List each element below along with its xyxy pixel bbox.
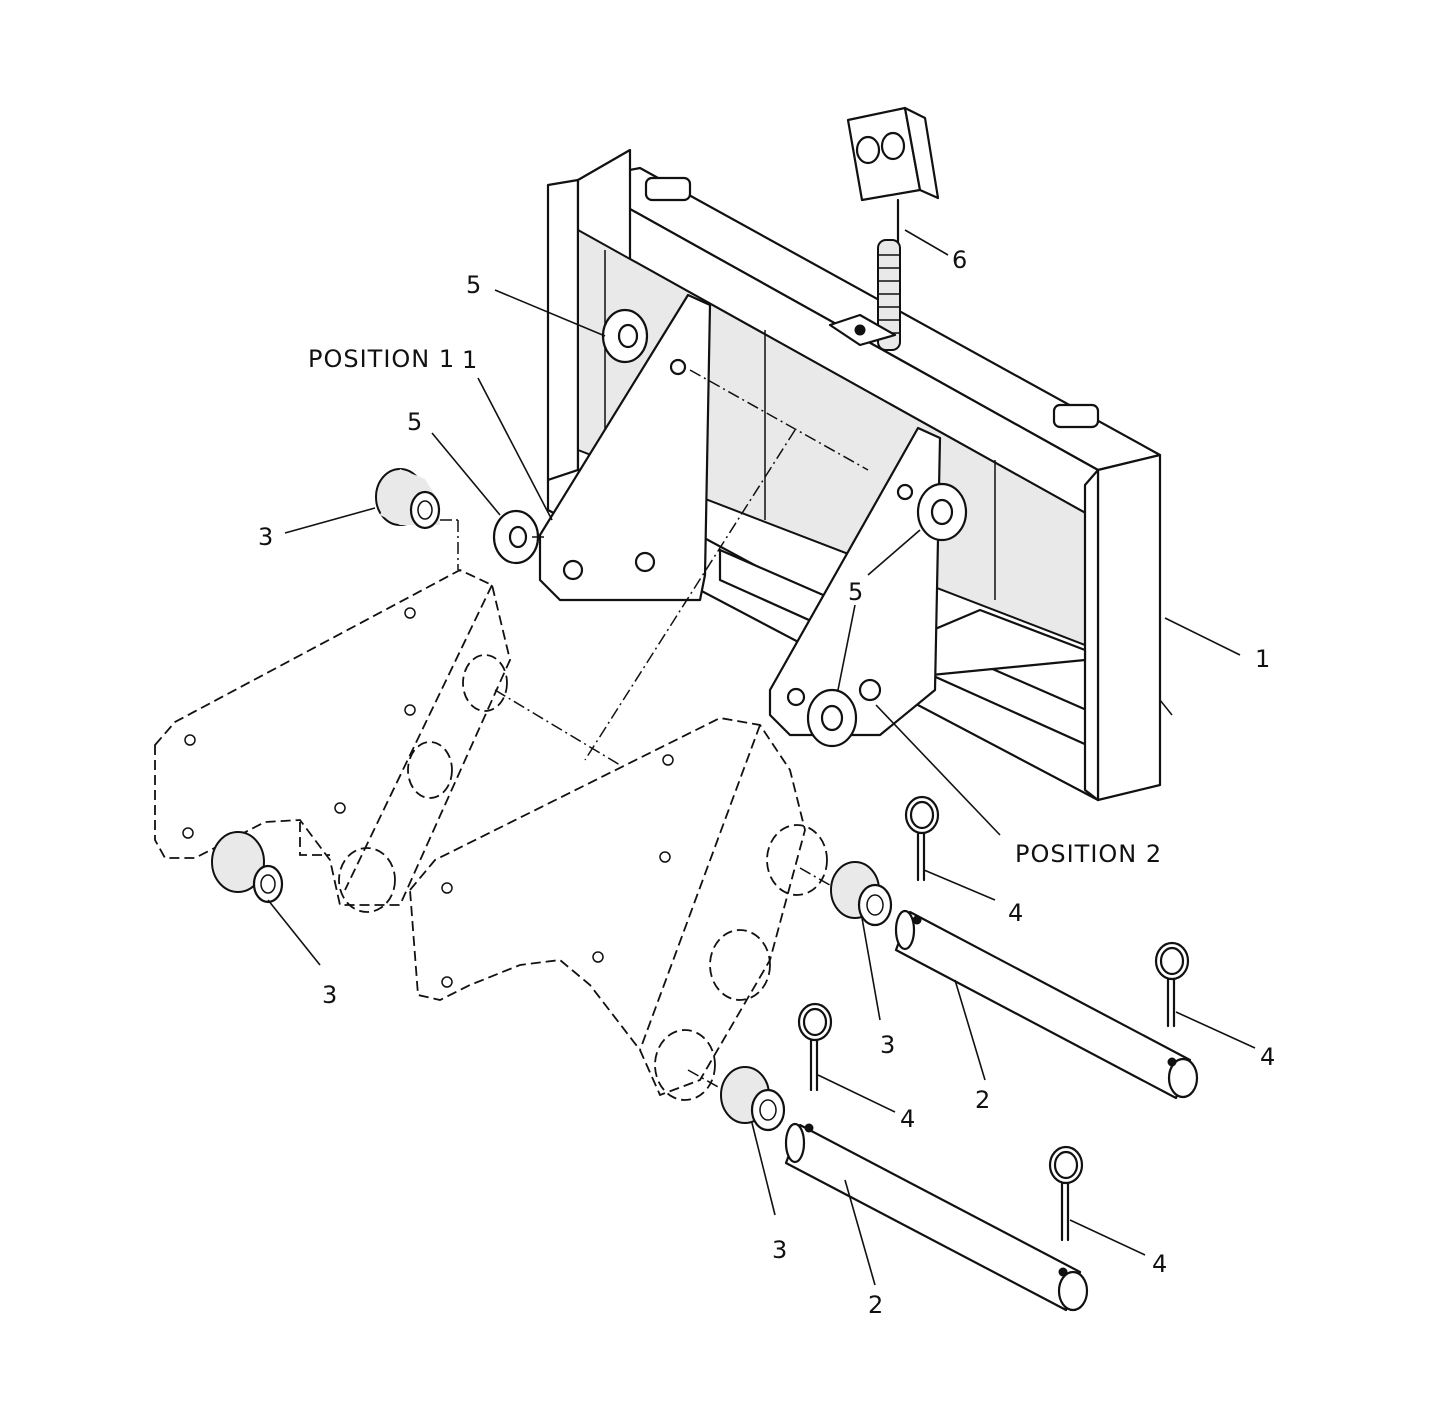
spring-latch-assembly xyxy=(828,106,940,351)
washer xyxy=(916,482,968,542)
washer xyxy=(806,688,858,748)
callout-3: 3 xyxy=(322,981,338,1009)
bushing xyxy=(375,468,441,530)
frame-mount-plate-right xyxy=(768,426,942,737)
lynch-pin xyxy=(1154,941,1190,1028)
callout-4: 4 xyxy=(1260,1043,1276,1071)
callout-5: 5 xyxy=(466,271,482,299)
callout-3: 3 xyxy=(258,523,274,551)
phantom-bracket-lower xyxy=(409,717,828,1101)
lynch-pin xyxy=(1048,1145,1084,1242)
callout-5: 5 xyxy=(848,578,864,606)
callout-2: 2 xyxy=(868,1291,884,1319)
bushing xyxy=(720,1066,786,1132)
callout-3: 3 xyxy=(880,1031,896,1059)
pin xyxy=(784,1122,1089,1312)
callout-3: 3 xyxy=(772,1236,788,1264)
leader-lines xyxy=(267,229,1256,1286)
callout-4: 4 xyxy=(900,1105,916,1133)
position-1-label: POSITION 1 xyxy=(308,345,455,373)
lynch-pin xyxy=(797,1002,833,1092)
bushing xyxy=(830,861,893,927)
frame-mount-plate-left xyxy=(538,293,712,602)
washer xyxy=(492,509,540,565)
pin xyxy=(894,909,1199,1100)
bushing xyxy=(211,831,284,904)
position-2-label: POSITION 2 xyxy=(1015,840,1162,868)
washer xyxy=(601,308,649,364)
lynch-pin xyxy=(904,795,940,882)
callout-4: 4 xyxy=(1152,1250,1168,1278)
phantom-bracket-upper xyxy=(154,568,511,913)
callout-1: 1 xyxy=(462,346,478,374)
callout-1: 1 xyxy=(1255,645,1271,673)
callout-4: 4 xyxy=(1008,899,1024,927)
callout-2: 2 xyxy=(975,1086,991,1114)
callout-6: 6 xyxy=(952,246,968,274)
alignment-centerlines xyxy=(440,369,869,1089)
callout-5: 5 xyxy=(407,408,423,436)
